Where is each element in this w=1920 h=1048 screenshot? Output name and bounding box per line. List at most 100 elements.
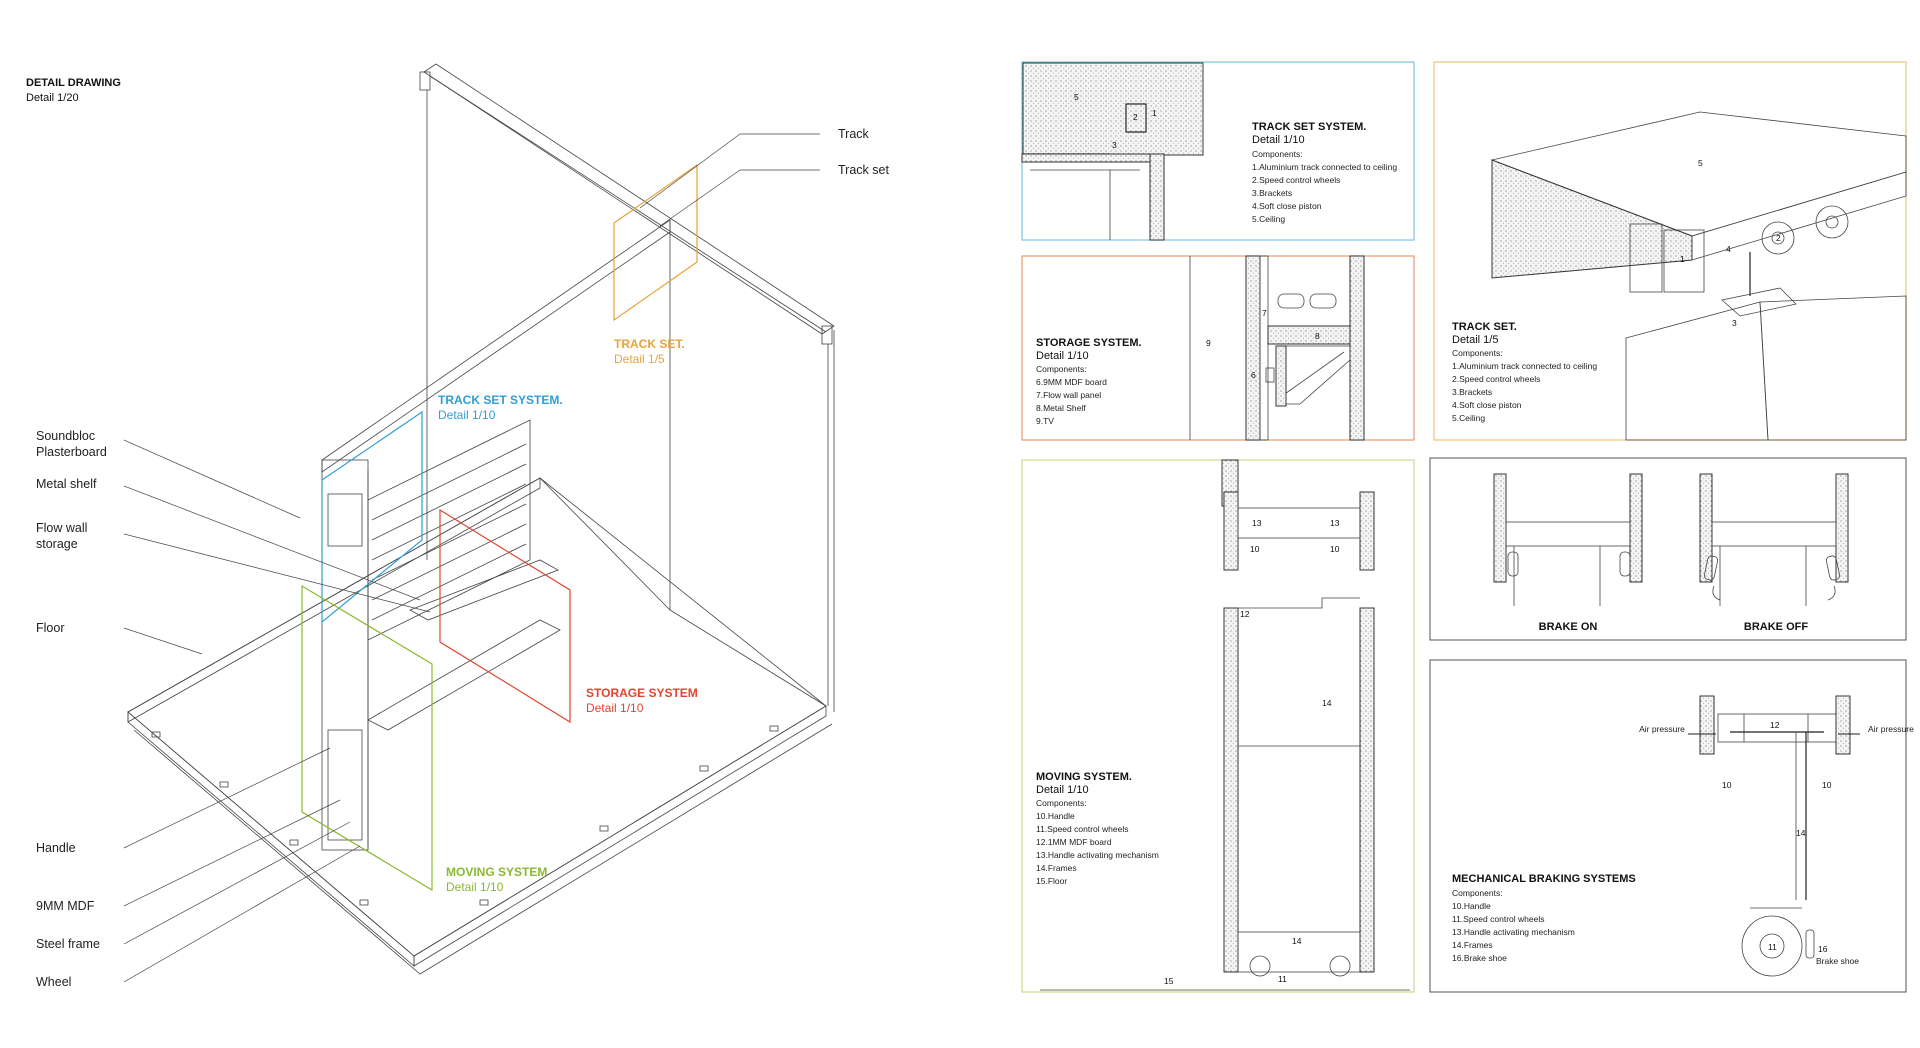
panel-mechanical-braking: Air pressure Air pressure 12 10 10 14 11… <box>1429 659 1914 993</box>
ss-components: Components: <box>1036 364 1087 374</box>
ms-item-1: 10.Handle <box>1036 811 1075 821</box>
label-track-set: Track set <box>838 163 889 177</box>
tss-item-4: 4.Soft close piston <box>1252 201 1322 211</box>
ts-num-5: 5 <box>1698 158 1703 168</box>
tss-title: TRACK SET SYSTEM. <box>1252 121 1366 133</box>
label-soundbloc-2: Plasterboard <box>36 445 107 459</box>
ms-item-5: 14.Frames <box>1036 863 1077 873</box>
left-labels: Soundbloc Plasterboard Metal shelf Flow … <box>36 127 889 989</box>
label-flow-wall-1: Flow wall <box>36 521 87 535</box>
ms-item-6: 15.Floor <box>1036 876 1067 886</box>
ms-num-14b: 14 <box>1292 936 1302 946</box>
ss-num-6: 6 <box>1251 370 1256 380</box>
ms-num-14a: 14 <box>1322 698 1332 708</box>
ss-item-4: 9.TV <box>1036 416 1054 426</box>
callout-moving-system-scale: Detail 1/10 <box>446 880 504 894</box>
ms-num-13b: 13 <box>1330 518 1340 528</box>
ms-scale: Detail 1/10 <box>1036 784 1089 796</box>
leader-lines <box>123 133 820 983</box>
callout-track-set-system-scale: Detail 1/10 <box>438 408 496 422</box>
label-flow-wall-2: storage <box>36 537 78 551</box>
callout-storage-system: STORAGE SYSTEM Detail 1/10 <box>439 508 698 724</box>
ms-num-11: 11 <box>1278 974 1287 984</box>
mb-item-4: 14.Frames <box>1452 940 1493 950</box>
mb-num-14: 14 <box>1796 828 1806 838</box>
air-pressure-left: Air pressure <box>1639 724 1685 734</box>
floor-slab <box>127 477 833 975</box>
mb-item-2: 11.Speed control wheels <box>1452 914 1544 924</box>
ts-num-3: 3 <box>1732 318 1737 328</box>
brake-shoe-label: Brake shoe <box>1816 956 1859 966</box>
label-handle: Handle <box>36 841 76 855</box>
label-mdf: 9MM MDF <box>36 899 95 913</box>
main-axonometric: DETAIL DRAWING Detail 1/20 <box>26 63 889 989</box>
callout-track-set-title: TRACK SET. <box>614 337 685 351</box>
ms-components: Components: <box>1036 798 1087 808</box>
moving-panel <box>321 219 671 851</box>
tss-item-1: 1.Aluminium track connected to ceiling <box>1252 162 1397 172</box>
mb-num-11: 11 <box>1768 942 1777 952</box>
tss-num-3: 3 <box>1112 140 1117 150</box>
ts-item-5: 5.Ceiling <box>1452 413 1485 423</box>
ss-item-1: 6.9MM MDF board <box>1036 377 1107 387</box>
panel-moving-system: 13 13 10 10 12 14 14 11 15 MOVING SYSTEM… <box>1021 459 1415 993</box>
mb-item-1: 10.Handle <box>1452 901 1491 911</box>
ts-num-2: 2 <box>1776 233 1781 243</box>
label-floor: Floor <box>36 621 64 635</box>
ss-item-3: 8.Metal Shelf <box>1036 403 1086 413</box>
mb-title: MECHANICAL BRAKING SYSTEMS <box>1452 873 1636 885</box>
tss-num-1: 1 <box>1152 108 1157 118</box>
floor-clips <box>151 725 779 906</box>
callout-track-set-scale: Detail 1/5 <box>614 352 665 366</box>
mb-num-10a: 10 <box>1722 780 1732 790</box>
tss-scale: Detail 1/10 <box>1252 134 1305 146</box>
ss-num-7: 7 <box>1262 308 1267 318</box>
ms-num-12: 12 <box>1240 609 1250 619</box>
ts-title: TRACK SET. <box>1452 321 1517 333</box>
ms-item-3: 12.1MM MDF board <box>1036 837 1112 847</box>
ts-item-4: 4.Soft close piston <box>1452 400 1522 410</box>
tss-num-2: 2 <box>1133 112 1138 122</box>
ts-item-3: 3.Brackets <box>1452 387 1492 397</box>
callout-track-set: TRACK SET. Detail 1/5 <box>613 163 698 366</box>
ss-item-2: 7.Flow wall panel <box>1036 390 1101 400</box>
ts-components: Components: <box>1452 348 1503 358</box>
panel-storage-system: 9 7 8 6 STORAGE SYSTEM. Detail 1/10 Comp… <box>1021 255 1415 441</box>
label-metal-shelf: Metal shelf <box>36 477 97 491</box>
ms-num-15: 15 <box>1164 976 1174 986</box>
mb-num-16: 16 <box>1818 944 1828 954</box>
panel-brake: BRAKE ON BRAKE OFF <box>1429 457 1907 641</box>
ms-num-10a: 10 <box>1250 544 1260 554</box>
callout-storage-system-title: STORAGE SYSTEM <box>586 686 698 700</box>
callout-storage-system-scale: Detail 1/10 <box>586 701 644 715</box>
mb-components: Components: <box>1452 888 1503 898</box>
tss-item-3: 3.Brackets <box>1252 188 1292 198</box>
ceiling-track <box>419 63 835 712</box>
ss-num-8: 8 <box>1315 331 1320 341</box>
callout-track-set-system: TRACK SET SYSTEM. Detail 1/10 <box>321 393 563 624</box>
ms-num-10b: 10 <box>1330 544 1340 554</box>
ts-scale: Detail 1/5 <box>1452 334 1498 346</box>
air-pressure-right: Air pressure <box>1868 724 1914 734</box>
callout-moving-system: MOVING SYSTEM Detail 1/10 <box>301 584 547 894</box>
ss-scale: Detail 1/10 <box>1036 350 1089 362</box>
drawing-scale: Detail 1/20 <box>26 92 79 104</box>
ts-item-1: 1.Aluminium track connected to ceiling <box>1452 361 1597 371</box>
back-wall <box>539 220 827 707</box>
label-wheel: Wheel <box>36 975 71 989</box>
ts-num-1: 1 <box>1680 254 1685 264</box>
tss-item-5: 5.Ceiling <box>1252 214 1285 224</box>
panel-track-set-system: 5 2 1 3 TRACK SET SYSTEM. Detail 1/10 Co… <box>1021 61 1415 241</box>
ts-num-4: 4 <box>1726 244 1731 254</box>
mb-num-12: 12 <box>1770 720 1780 730</box>
brake-off-diagram: BRAKE OFF <box>1699 473 1849 633</box>
ts-item-2: 2.Speed control wheels <box>1452 374 1540 384</box>
brake-on-label: BRAKE ON <box>1539 621 1598 633</box>
ss-num-9: 9 <box>1206 338 1211 348</box>
mb-item-5: 16.Brake shoe <box>1452 953 1507 963</box>
mb-item-3: 13.Handle activating mechanism <box>1452 927 1575 937</box>
label-track: Track <box>838 127 870 141</box>
tss-item-2: 2.Speed control wheels <box>1252 175 1340 185</box>
callout-moving-system-title: MOVING SYSTEM <box>446 865 547 879</box>
